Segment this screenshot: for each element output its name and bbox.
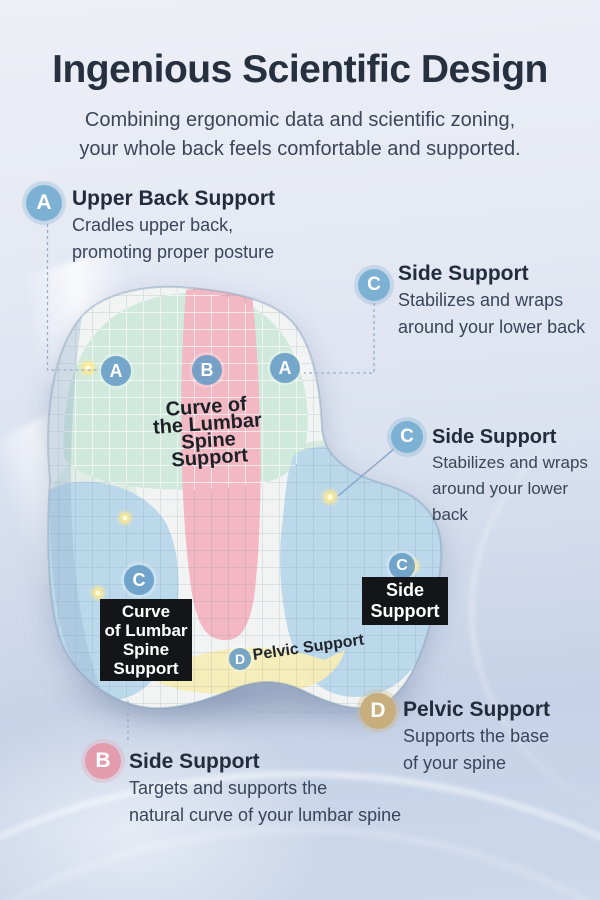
label-line: Support — [370, 601, 440, 621]
callout-desc-line: back — [432, 505, 468, 524]
label-line: Curve — [121, 602, 171, 621]
callout-desc-line: Cradles upper back, — [72, 215, 234, 235]
side-support-label-box: Side Support — [362, 577, 448, 625]
callout-marker-c: C — [358, 269, 390, 301]
callout-desc-line: around your lower back — [398, 317, 586, 337]
zone-marker-a-right: A — [270, 353, 300, 383]
pillow-center-label: Curve of the Lumbar Spine Support — [143, 393, 273, 471]
zone-marker-a-left: A — [101, 356, 131, 386]
lumbar-curve-label-box: Curve of Lumbar Spine Support — [100, 599, 192, 681]
callout-desc-line: promoting proper posture — [72, 242, 275, 262]
callout-title: Upper Back Support — [72, 187, 276, 210]
subtitle-line: your whole back feels comfortable and su… — [79, 138, 521, 160]
callout-title: Side Support — [129, 750, 260, 773]
callout-desc-line: around your lower — [432, 479, 569, 498]
callout-desc-line: natural curve of your lumbar spine — [129, 805, 402, 825]
callout-side-top: Side Support Stabilizes and wraps around… — [398, 261, 585, 341]
label-line: Support — [113, 659, 179, 678]
callout-title: Side Support — [432, 426, 557, 448]
page-subtitle: Combining ergonomic data and scientific … — [0, 106, 600, 164]
callout-side-mid: Side Support Stabilizes and wraps around… — [432, 424, 588, 528]
callout-desc-line: of your spine — [403, 753, 507, 773]
callout-marker-b: B — [85, 743, 121, 779]
callout-desc-line: Targets and supports the — [129, 778, 328, 798]
callout-upper-back: Upper Back Support Cradles upper back, p… — [72, 186, 275, 266]
callout-desc-line: Supports the base — [403, 726, 550, 746]
callout-marker-a: A — [26, 185, 62, 221]
label-line: Spine — [122, 640, 170, 659]
callout-title: Side Support — [398, 262, 529, 285]
callout-marker-d: D — [360, 693, 396, 729]
zone-marker-b: B — [192, 355, 222, 385]
callout-desc-line: Stabilizes and wraps — [432, 453, 588, 472]
zone-marker-d: D — [229, 648, 251, 670]
callout-title: Pelvic Support — [403, 698, 551, 721]
zone-marker-c-left: C — [124, 565, 154, 595]
label-line: of Lumbar — [104, 621, 188, 640]
callout-marker-c: C — [391, 421, 423, 453]
zone-marker-c-right: C — [389, 553, 415, 579]
callout-pelvic: Pelvic Support Supports the base of your… — [403, 697, 550, 777]
callout-side-bottom: Side Support Targets and supports the na… — [129, 749, 401, 829]
callout-desc-line: Stabilizes and wraps — [398, 290, 564, 310]
subtitle-line: Combining ergonomic data and scientific … — [84, 109, 516, 131]
page-title: Ingenious Scientific Design — [52, 48, 548, 91]
label-line: Side — [385, 580, 424, 600]
